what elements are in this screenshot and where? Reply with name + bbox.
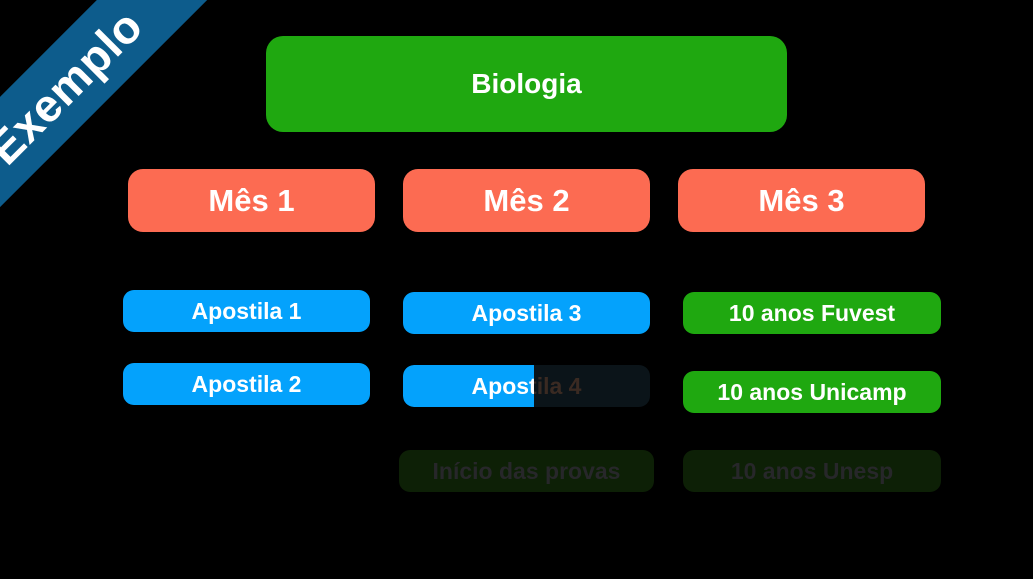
month-node-1[interactable]: Mês 1 [128,169,375,232]
node-apostila-4-progress[interactable]: Apostila 4Apostila 4 [403,365,650,407]
exemplo-watermark-label: Exemplo [0,0,153,175]
node-10-anos-fuvest[interactable]: 10 anos Fuvest [683,292,941,334]
node-apostila-1[interactable]: Apostila 1 [123,290,370,332]
month-node-2[interactable]: Mês 2 [403,169,650,232]
node-apostila-4-progress-fill [403,365,534,407]
node-10-anos-unesp: 10 anos Unesp [683,450,941,492]
node-10-anos-unicamp[interactable]: 10 anos Unicamp [683,371,941,413]
node-apostila-3[interactable]: Apostila 3 [403,292,650,334]
subject-title-node[interactable]: Biologia [266,36,787,132]
month-node-3[interactable]: Mês 3 [678,169,925,232]
node-apostila-2[interactable]: Apostila 2 [123,363,370,405]
node-apostila-4-label-clip: Apostila 4 [403,365,534,407]
node-apostila-4-label: Apostila 4 [471,372,534,399]
node-inicio-das-provas: Início das provas [399,450,654,492]
